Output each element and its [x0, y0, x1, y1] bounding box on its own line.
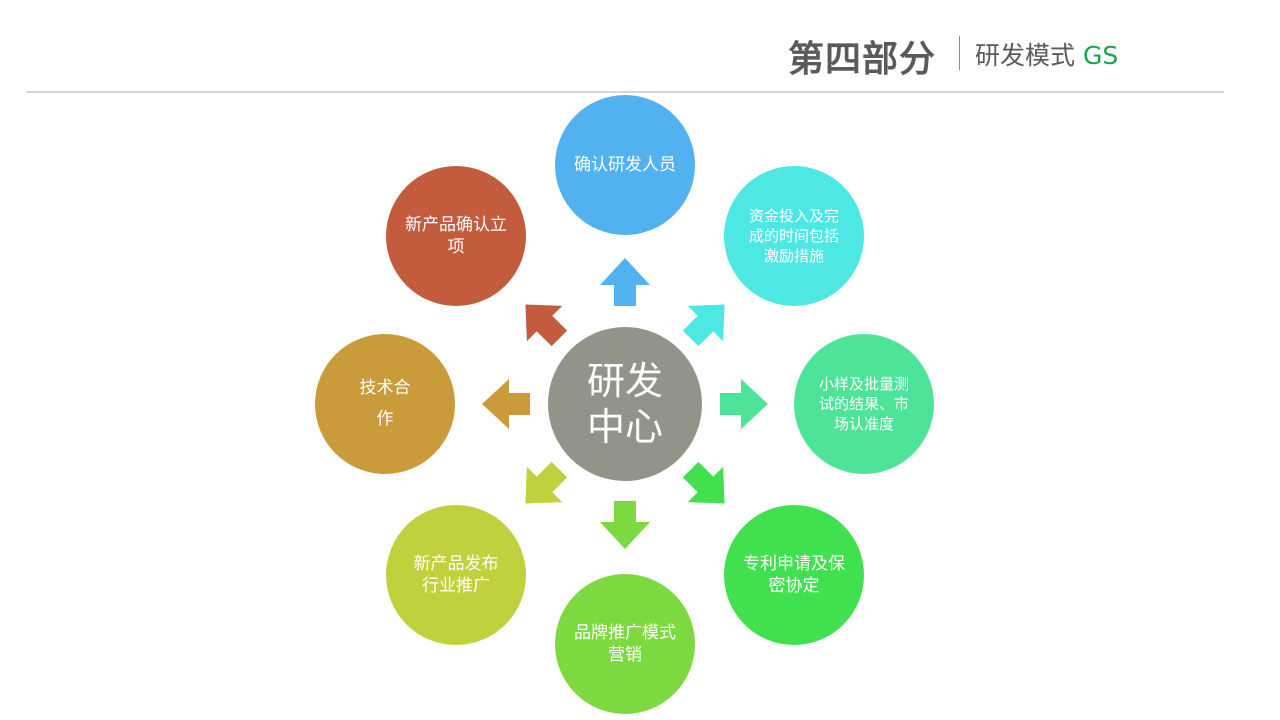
arrow-left — [482, 379, 530, 429]
node-circle-8 — [386, 166, 526, 306]
arrow-up-left — [525, 304, 568, 347]
subtitle-text: 研发模式 — [975, 41, 1083, 70]
node-label-3: 小样及批量测试的结果、市场认准度 — [818, 375, 909, 433]
arrow-down — [600, 501, 650, 549]
node-circle-5 — [555, 574, 695, 714]
node-label-4: 专利申请及保密协定 — [743, 554, 845, 596]
node-circle-3 — [794, 334, 934, 474]
subtitle: 研发模式 GS — [975, 36, 1118, 72]
center-circle — [548, 327, 702, 481]
slide-header: 第四部分 研发模式 GS — [0, 28, 1280, 80]
arrow-up-right — [682, 304, 725, 347]
node-label-2: 资金投入及完成的时间包括激励措施 — [748, 207, 839, 265]
arrow-down-left — [525, 461, 568, 504]
node-circle-6 — [386, 505, 526, 645]
node-circle-4 — [724, 505, 864, 645]
header-rule — [26, 91, 1224, 93]
node-circle-2 — [724, 166, 864, 306]
node-label-6: 新产品发布行业推广 — [413, 554, 499, 596]
node-label-5: 品牌推广模式 营销 — [574, 623, 676, 665]
node-circle-7 — [315, 334, 455, 474]
center-label: 研发中心 — [586, 359, 663, 449]
subtitle-accent: GS — [1082, 41, 1119, 70]
arrow-up — [600, 258, 650, 306]
title-divider — [959, 36, 960, 70]
arrow-right — [720, 379, 768, 429]
section-title: 第四部分 — [788, 39, 937, 80]
node-label-7: 技术合作 — [359, 378, 411, 429]
node-label-1: 确认研发人员 — [574, 155, 676, 175]
node-label-8: 新产品确认立项 — [405, 215, 507, 257]
node-circle-1 — [555, 95, 695, 235]
arrow-down-right — [682, 461, 725, 504]
